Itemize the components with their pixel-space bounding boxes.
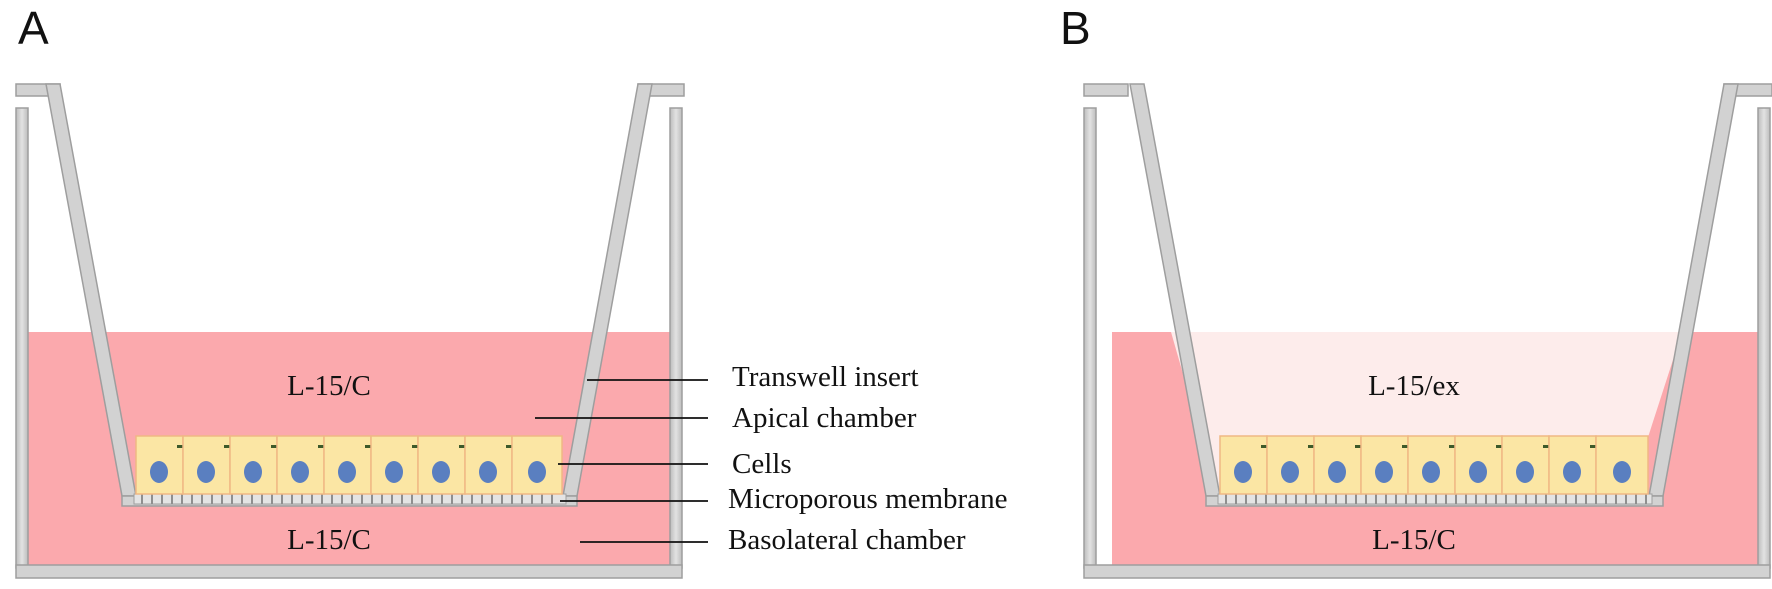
cell <box>323 435 375 495</box>
panel-a: A <box>15 2 708 579</box>
callout-label-microporous-membrane: Microporous membrane <box>728 483 1007 515</box>
panel-a-apical-label: L-15/C <box>287 370 371 402</box>
cell <box>1595 435 1649 495</box>
panel-b-microporous-membrane <box>1217 493 1653 505</box>
panel-a-letter: A <box>18 2 49 54</box>
callout-label-transwell-insert: Transwell insert <box>732 361 919 393</box>
cell <box>1266 435 1318 495</box>
callout-labels: Transwell insert Apical chamber Cells Mi… <box>728 361 1007 556</box>
panel-a-microporous-membrane <box>133 493 567 505</box>
cell <box>135 435 187 495</box>
callout-lines <box>535 379 708 543</box>
callout-label-basolateral-chamber: Basolateral chamber <box>728 524 966 556</box>
panel-a-basolateral-label: L-15/C <box>287 524 371 556</box>
callout-label-apical-chamber: Apical chamber <box>732 402 917 434</box>
cell <box>1501 435 1553 495</box>
cell <box>1313 435 1365 495</box>
panel-b-cell-layer <box>1219 435 1649 495</box>
cell <box>1454 435 1506 495</box>
panel-b-basolateral-label: L-15/C <box>1372 524 1456 556</box>
cell <box>276 435 328 495</box>
panel-b-outer-well <box>1083 107 1771 579</box>
panel-a-cell-layer <box>135 435 563 495</box>
panel-a-outer-well <box>15 107 683 579</box>
cell <box>1407 435 1459 495</box>
cell <box>464 435 516 495</box>
cell <box>511 435 563 495</box>
panel-b-apical-label: L-15/ex <box>1368 370 1460 402</box>
panel-b-letter: B <box>1060 2 1091 54</box>
cell <box>229 435 281 495</box>
callout-label-cells: Cells <box>732 448 792 480</box>
cell <box>182 435 234 495</box>
panel-b: B <box>1060 2 1772 579</box>
cell <box>1360 435 1412 495</box>
cell <box>1219 435 1271 495</box>
cell <box>370 435 422 495</box>
cell <box>417 435 469 495</box>
cell <box>1548 435 1600 495</box>
